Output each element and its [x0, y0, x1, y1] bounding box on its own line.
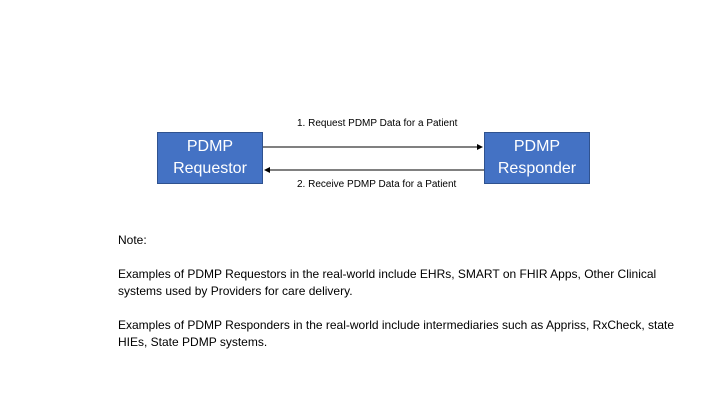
requestor-line1: PDMP	[186, 138, 234, 155]
notes-responders: Examples of PDMP Responders in the real-…	[118, 318, 675, 349]
responder-line1: PDMP	[513, 138, 561, 155]
pdmp-responder-node: PDMP Responder	[484, 132, 590, 184]
notes-heading: Note:	[118, 233, 147, 247]
responder-line2: Responder	[497, 160, 577, 177]
request-edge-label: 1. Request PDMP Data for a Patient	[297, 118, 458, 129]
requestor-line2: Requestor	[173, 160, 247, 177]
receive-edge-label: 2. Receive PDMP Data for a Patient	[297, 179, 457, 190]
notes-requestors: Examples of PDMP Requestors in the real-…	[118, 267, 657, 298]
pdmp-requestor-node: PDMP Requestor	[157, 132, 263, 184]
notes-section: Note: Examples of PDMP Requestors in the…	[118, 232, 678, 351]
